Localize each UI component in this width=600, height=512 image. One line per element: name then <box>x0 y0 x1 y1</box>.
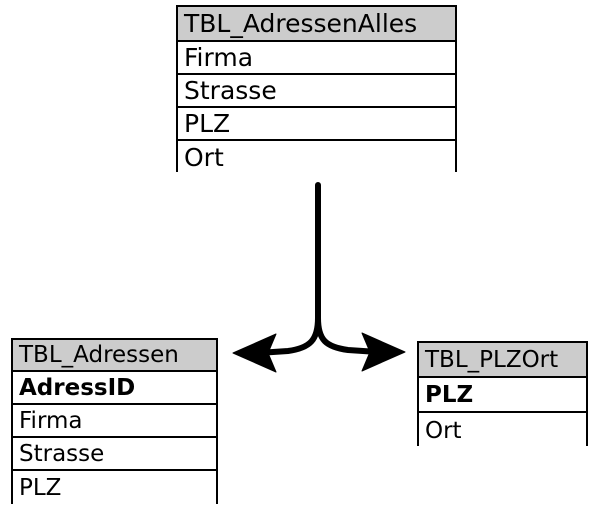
entity-table-plz-ort[interactable]: TBL_PLZOrt PLZ Ort <box>417 341 588 448</box>
entity-field-strasse: Strasse <box>178 75 455 108</box>
entity-field-strasse: Strasse <box>13 438 216 471</box>
entity-field-firma: Firma <box>178 42 455 75</box>
entity-title-adressen: TBL_Adressen <box>13 340 216 372</box>
entity-table-adressen[interactable]: TBL_Adressen AdressID Firma Strasse PLZ <box>11 338 218 504</box>
entity-field-plz: PLZ <box>178 108 455 141</box>
entity-table-adressen-alles[interactable]: TBL_AdressenAlles Firma Strasse PLZ Ort <box>176 5 457 174</box>
entity-title-adressen-alles: TBL_AdressenAlles <box>178 7 455 42</box>
connector-branch-right <box>315 317 379 355</box>
entity-field-ort: Ort <box>178 141 455 174</box>
arrowhead-right-icon <box>361 332 406 372</box>
entity-field-firma: Firma <box>13 405 216 438</box>
entity-field-ort: Ort <box>419 413 586 448</box>
arrowhead-left-icon <box>232 333 277 373</box>
entity-title-plz-ort: TBL_PLZOrt <box>419 343 586 378</box>
entity-field-plz: PLZ <box>419 378 586 413</box>
entity-field-adressid: AdressID <box>13 372 216 405</box>
entity-field-plz: PLZ <box>13 471 216 504</box>
connector-branch-left <box>257 317 321 356</box>
